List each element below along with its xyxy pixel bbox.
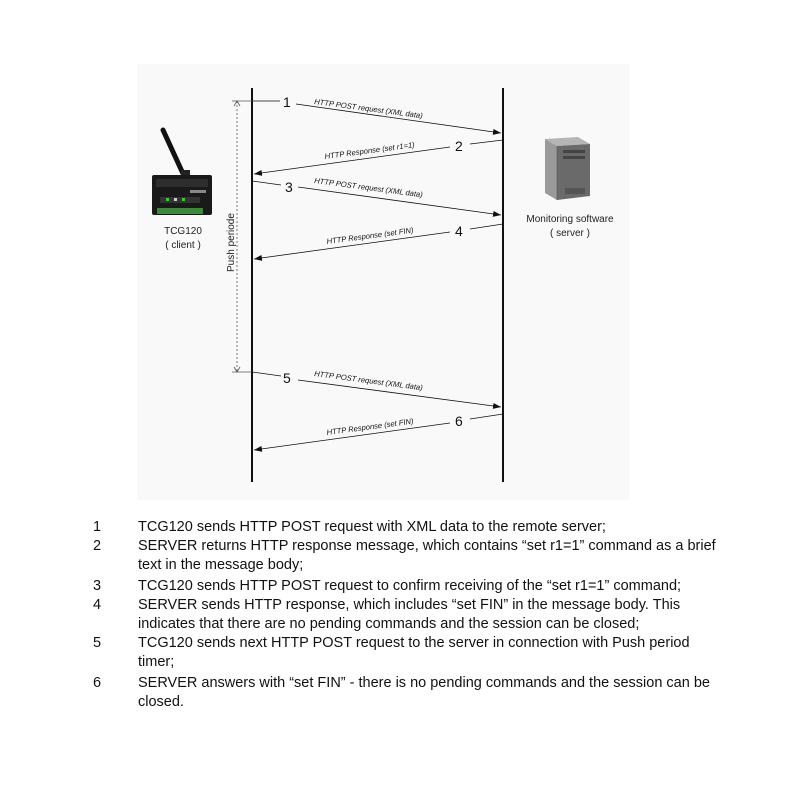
- step-number-4: 4: [455, 223, 463, 239]
- legend-number: 2: [93, 538, 102, 554]
- legend-item-4: 4 SERVER sends HTTP response, which incl…: [0, 596, 800, 634]
- message-4: 4 HTTP Response (set FIN): [253, 223, 504, 261]
- legend-item-6: 6 SERVER answers with “set FIN” - there …: [0, 674, 800, 712]
- step-number-1: 1: [283, 94, 291, 110]
- step-legend: 1 TCG120 sends HTTP POST request with XM…: [0, 518, 800, 712]
- legend-item-2: 2 SERVER returns HTTP response message, …: [0, 537, 800, 575]
- message-label-3: HTTP POST request (XML data): [314, 176, 424, 199]
- client-name: TCG120: [164, 226, 202, 237]
- legend-text: TCG120 sends HTTP POST request with XML …: [138, 519, 606, 535]
- step-number-6: 6: [455, 413, 463, 429]
- legend-text: SERVER returns HTTP response message, wh…: [138, 538, 716, 573]
- legend-text: SERVER answers with “set FIN” - there is…: [138, 675, 710, 710]
- client-role: ( client ): [165, 240, 201, 251]
- push-period-bracket: [232, 100, 252, 373]
- legend-item-1: 1 TCG120 sends HTTP POST request with XM…: [0, 518, 800, 537]
- sequence-diagram: Push periode 1 HTTP POST request (XML da…: [137, 64, 629, 500]
- server-tower-icon: [545, 137, 590, 200]
- tcg120-device-icon: [152, 127, 212, 215]
- step-number-2: 2: [455, 138, 463, 154]
- server-role: ( server ): [550, 228, 590, 239]
- legend-number: 4: [93, 597, 102, 613]
- legend-text: SERVER sends HTTP response, which includ…: [138, 597, 681, 632]
- message-label-5: HTTP POST request (XML data): [314, 369, 424, 392]
- legend-number: 1: [93, 519, 102, 535]
- legend-text: TCG120 sends next HTTP POST request to t…: [138, 635, 690, 670]
- message-2: 2 HTTP Response (set r1=1): [253, 138, 504, 176]
- server-name: Monitoring software: [526, 214, 614, 225]
- legend-text: TCG120 sends HTTP POST request to confir…: [138, 578, 682, 594]
- diagram-canvas: Push periode 1 HTTP POST request (XML da…: [152, 88, 614, 482]
- legend-item-3: 3 TCG120 sends HTTP POST request to conf…: [0, 577, 800, 596]
- step-number-3: 3: [285, 179, 293, 195]
- message-3: 3 HTTP POST request (XML data): [251, 176, 502, 217]
- legend-number: 6: [93, 675, 102, 691]
- legend-item-5: 5 TCG120 sends next HTTP POST request to…: [0, 634, 800, 672]
- message-1: 1 HTTP POST request (XML data): [252, 94, 502, 135]
- legend-number: 5: [93, 635, 102, 651]
- message-6: 6 HTTP Response (set FIN): [253, 413, 504, 452]
- step-number-5: 5: [283, 370, 291, 386]
- legend-number: 3: [93, 578, 102, 594]
- diagram-background: [137, 64, 629, 500]
- message-5: 5 HTTP POST request (XML data): [251, 369, 502, 409]
- push-period-label: Push periode: [226, 213, 237, 272]
